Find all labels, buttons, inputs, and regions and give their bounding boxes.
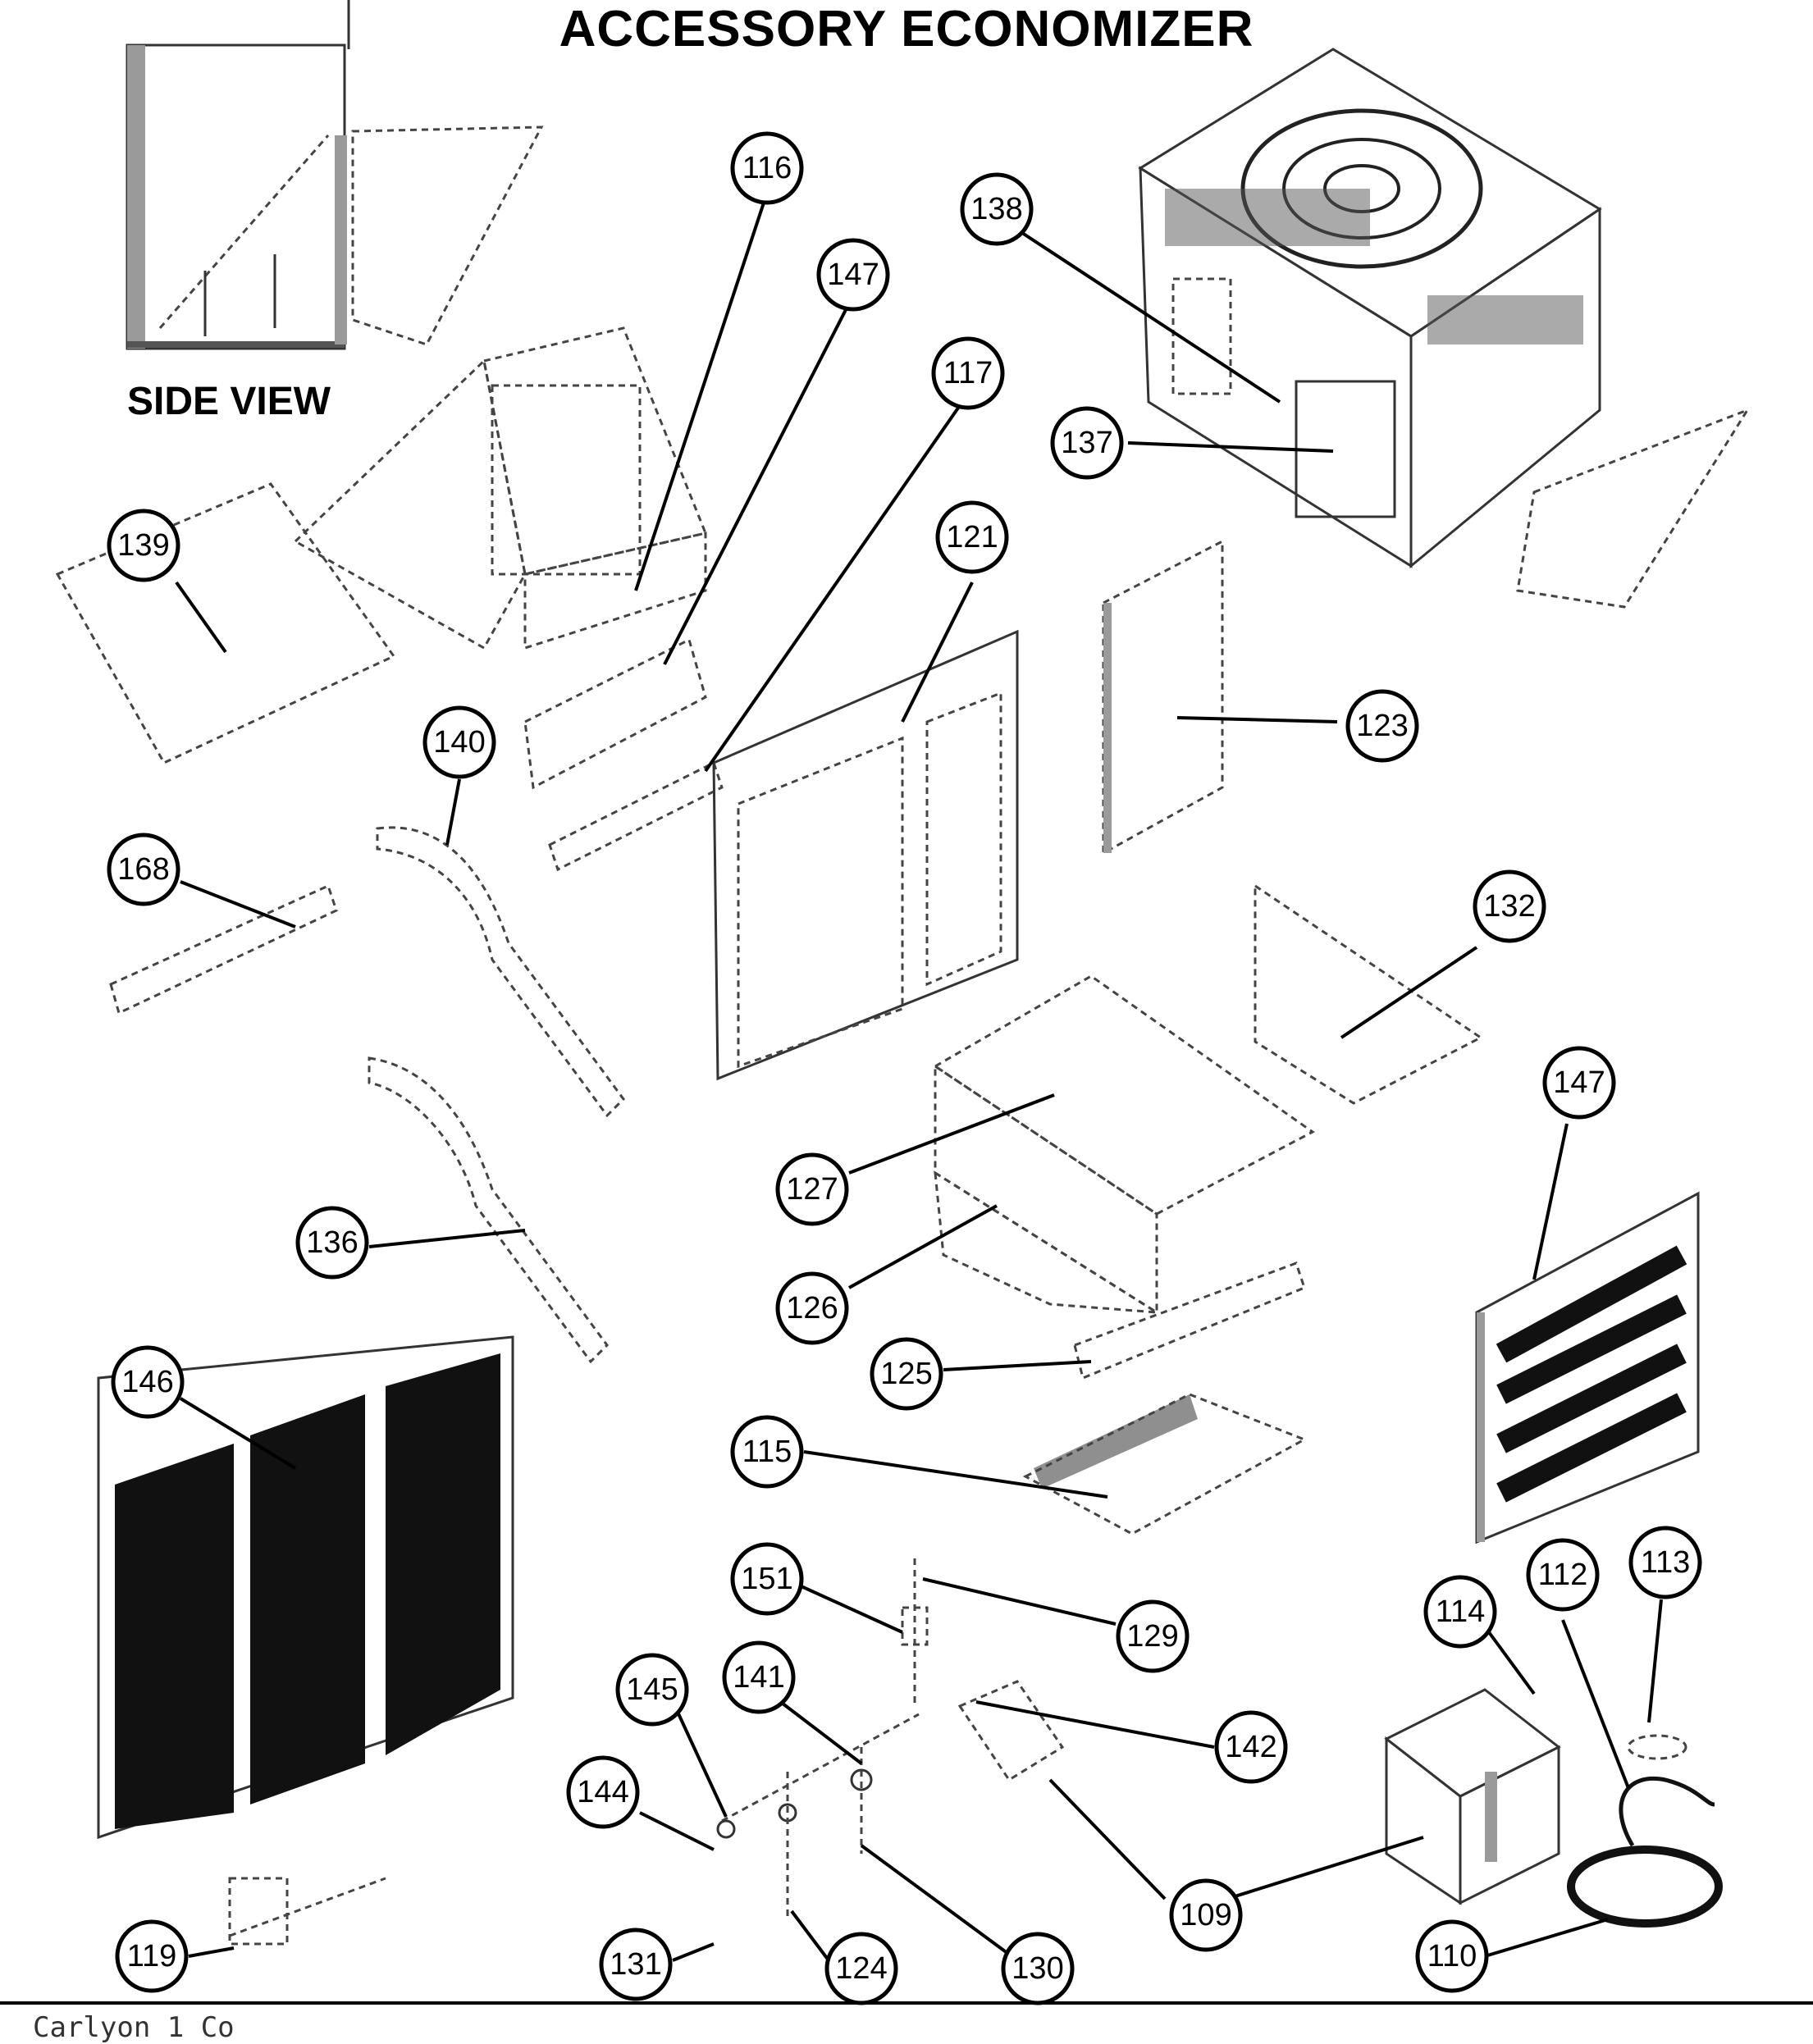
callout-label: 110 (1427, 1939, 1477, 1973)
callout-label: 137 (1061, 426, 1112, 460)
callout-131: 131 (599, 1928, 673, 2001)
panel-123 (1102, 539, 1224, 855)
frame-121 (712, 629, 1019, 1081)
callout-label: 113 (1641, 1545, 1691, 1580)
callout-label: 131 (610, 1947, 661, 1982)
callout-115: 115 (730, 1415, 804, 1489)
callout-label: 147 (827, 258, 879, 292)
strip-168 (109, 883, 338, 1015)
callout-label: 139 (117, 528, 169, 563)
damper-housing-116 (293, 326, 708, 650)
callout-146: 146 (111, 1345, 185, 1419)
callout-126: 126 (775, 1271, 849, 1345)
callout-147-right: 147 (1542, 1046, 1616, 1120)
callout-110: 110 (1415, 1919, 1489, 1993)
callout-label: 119 (127, 1939, 177, 1973)
callout-145: 145 (615, 1653, 689, 1727)
outdoor-unit (1138, 48, 1751, 609)
callout-label: 117 (943, 356, 993, 390)
callout-label: 114 (1436, 1595, 1486, 1629)
strip-117 (548, 760, 724, 872)
callout-147-top: 147 (816, 238, 890, 312)
callout-130: 130 (1001, 1932, 1075, 2005)
blade-125 (1073, 1262, 1306, 1380)
callout-140: 140 (422, 705, 496, 779)
plate-139 (55, 482, 396, 764)
callout-132: 132 (1473, 869, 1546, 943)
callout-136: 136 (295, 1206, 369, 1280)
callout-109: 109 (1169, 1878, 1243, 1952)
filter-147-right (1475, 1191, 1700, 1544)
callout-label: 145 (626, 1672, 678, 1707)
callout-label: 130 (1012, 1951, 1063, 1986)
callout-label: 126 (786, 1291, 838, 1325)
callout-label: 146 (121, 1365, 173, 1399)
side-view-label: SIDE VIEW (127, 380, 331, 423)
callout-label: 147 (1553, 1065, 1605, 1100)
callout-116: 116 (730, 131, 804, 205)
callout-121: 121 (935, 500, 1009, 574)
callout-137: 137 (1050, 406, 1124, 480)
callout-138: 138 (960, 172, 1034, 246)
callout-label: 109 (1180, 1898, 1231, 1932)
callout-label: 127 (786, 1172, 838, 1207)
callout-114: 114 (1423, 1575, 1497, 1649)
actuator-109 (1384, 1688, 1561, 1905)
linkage-parts (228, 1558, 1065, 1946)
callout-144: 144 (566, 1755, 640, 1829)
callout-127: 127 (775, 1152, 849, 1226)
callout-label: 140 (433, 725, 485, 760)
callout-label: 121 (946, 520, 998, 554)
filter-146-left (97, 1335, 514, 1840)
callout-label: 168 (117, 852, 169, 887)
bracket-140 (376, 826, 625, 1118)
callout-label: 125 (880, 1357, 932, 1391)
callout-168: 168 (107, 833, 180, 906)
callout-label: 151 (741, 1562, 792, 1596)
callout-119: 119 (115, 1919, 189, 1993)
callout-label: 129 (1126, 1619, 1178, 1654)
damper-blade-assembly (933, 974, 1315, 1315)
bottom-rule (0, 2001, 1813, 2005)
leader-lines (175, 192, 1663, 1962)
callout-139: 139 (107, 509, 180, 582)
callout-label: 141 (733, 1660, 784, 1695)
callout-label: 124 (835, 1951, 887, 1986)
wire-harness-110 (1567, 1734, 1723, 1928)
callout-123: 123 (1345, 689, 1419, 763)
callout-113: 113 (1628, 1526, 1702, 1599)
blade-115 (1022, 1393, 1308, 1535)
callout-label: 132 (1483, 889, 1535, 924)
callout-141: 141 (722, 1640, 796, 1714)
side-view-inset (126, 0, 544, 350)
callout-label: 136 (306, 1225, 358, 1260)
callout-label: 116 (742, 151, 792, 185)
callout-label: 123 (1356, 709, 1408, 743)
callout-151: 151 (730, 1542, 804, 1616)
callout-label: 115 (742, 1435, 792, 1469)
panel-132 (1254, 883, 1483, 1105)
callout-142: 142 (1214, 1710, 1288, 1784)
callout-117: 117 (931, 336, 1005, 410)
callout-125: 125 (870, 1337, 943, 1411)
callout-129: 129 (1116, 1599, 1190, 1673)
diagram-title: ACCESSORY ECONOMIZER (559, 1, 1254, 57)
strip-147-top (523, 637, 707, 790)
callout-112: 112 (1526, 1538, 1600, 1612)
callout-124: 124 (824, 1932, 898, 2005)
callout-label: 144 (577, 1775, 628, 1809)
callout-label: 142 (1225, 1730, 1276, 1764)
callout-label: 112 (1538, 1558, 1588, 1592)
callout-label: 138 (970, 192, 1022, 226)
footer-text: Carlyon 1 Co (33, 2011, 235, 2044)
bracket-136 (368, 1056, 609, 1364)
